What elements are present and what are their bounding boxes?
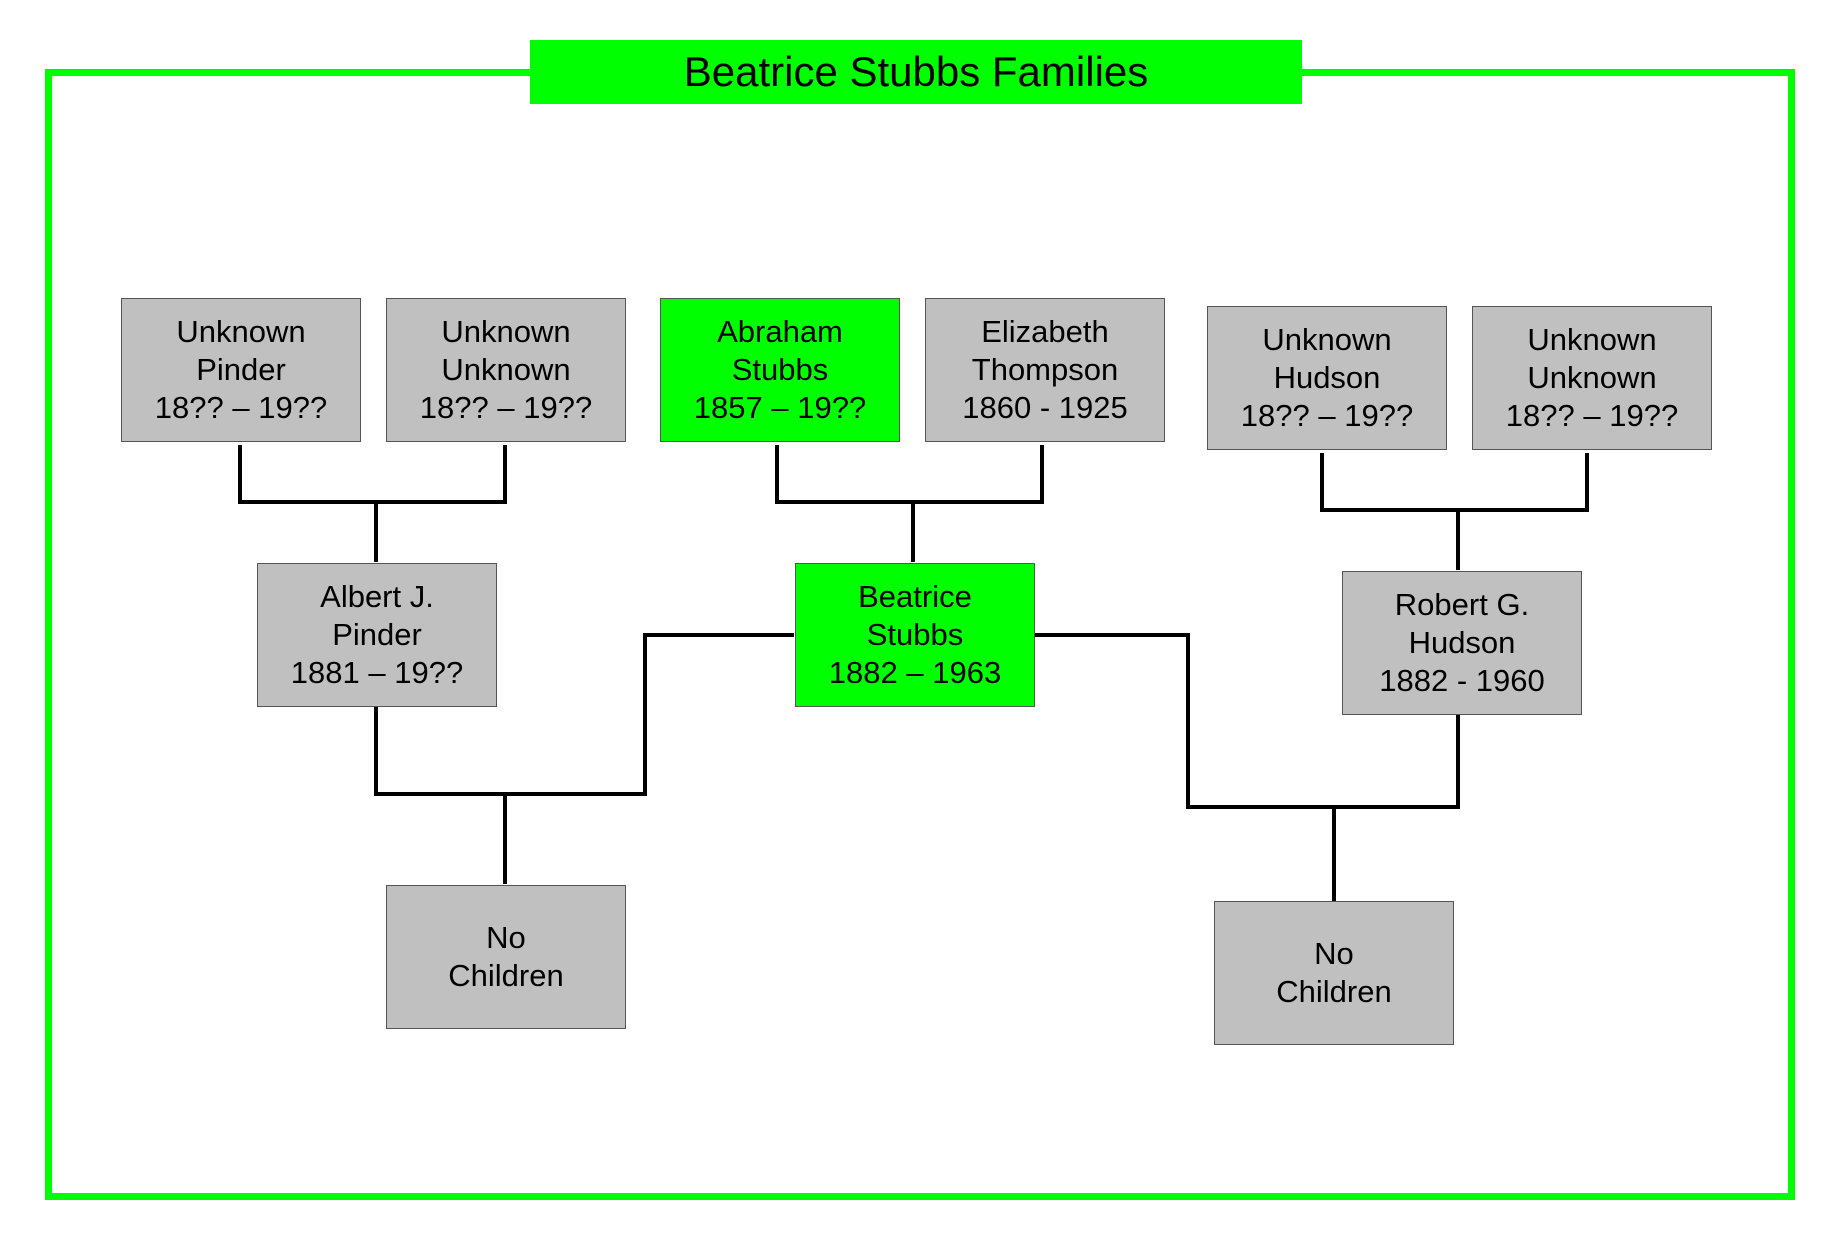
children-label-line2: Children [1276,974,1392,1009]
person-box-unknown-unknown-1: Unknown Unknown 18?? – 19?? [386,298,626,442]
person-dates: 18?? – 19?? [154,390,328,425]
person-name-last: Stubbs [866,617,964,652]
person-dates: 1881 – 19?? [290,655,464,690]
person-dates: 18?? – 19?? [1505,398,1679,433]
children-label-line1: No [1314,936,1354,971]
person-name-last: Unknown [1527,360,1657,395]
person-box-abraham-stubbs: Abraham Stubbs 1857 – 19?? [660,298,900,442]
person-name-last: Pinder [196,352,286,387]
connector-beatrice-robert-marriage [1034,633,1460,809]
person-box-albert-pinder: Albert J. Pinder 1881 – 19?? [257,563,497,707]
person-name-first: Elizabeth [981,314,1109,349]
person-name-last: Hudson [1273,360,1381,395]
person-box-elizabeth-thompson: Elizabeth Thompson 1860 - 1925 [925,298,1165,442]
connector-pinder-parents [238,445,507,504]
person-name-first: Albert J. [320,579,434,614]
diagram-title-text: Beatrice Stubbs Families [683,48,1149,95]
person-box-robert-hudson: Robert G. Hudson 1882 - 1960 [1342,571,1582,715]
person-name-last: Hudson [1408,625,1516,660]
person-box-unknown-pinder: Unknown Pinder 18?? – 19?? [121,298,361,442]
person-name-first: Abraham [717,314,843,349]
person-name-first: Unknown [1262,322,1392,357]
children-box-hudson: No Children [1214,901,1454,1045]
person-box-unknown-hudson: Unknown Hudson 18?? – 19?? [1207,306,1447,450]
person-box-unknown-unknown-2: Unknown Unknown 18?? – 19?? [1472,306,1712,450]
connector-stubbs-parents [775,445,1044,504]
connector-hudson-parents [1320,453,1589,512]
person-name-first: Beatrice [858,579,972,614]
diagram-title: Beatrice Stubbs Families [530,40,1302,104]
person-dates: 1882 - 1960 [1379,663,1545,698]
person-dates: 18?? – 19?? [1240,398,1414,433]
person-dates: 1860 - 1925 [962,390,1128,425]
person-name-last: Stubbs [731,352,829,387]
person-name-first: Unknown [441,314,571,349]
person-name-first: Robert G. [1394,587,1530,622]
person-name-last: Unknown [441,352,571,387]
person-name-first: Unknown [1527,322,1657,357]
person-box-beatrice-stubbs: Beatrice Stubbs 1882 – 1963 [795,563,1035,707]
person-dates: 18?? – 19?? [419,390,593,425]
person-name-first: Unknown [176,314,306,349]
connector-albert-beatrice-marriage [374,633,794,796]
person-name-last: Pinder [332,617,422,652]
children-label-line1: No [486,920,526,955]
person-name-last: Thompson [971,352,1119,387]
children-label-line2: Children [448,958,564,993]
children-box-pinder: No Children [386,885,626,1029]
person-dates: 1857 – 19?? [693,390,867,425]
person-dates: 1882 – 1963 [828,655,1002,690]
